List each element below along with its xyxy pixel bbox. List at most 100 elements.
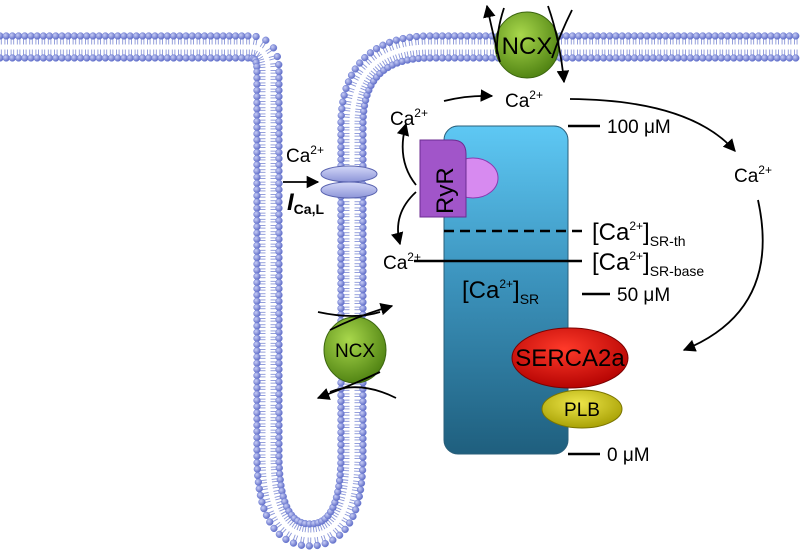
lipid-head [360,429,367,436]
lipid-head [254,186,261,193]
lipid-head [276,292,283,299]
scale-label-100: 100 μM [607,117,671,138]
lcc-lower-subunit [321,182,377,198]
lipid-head [338,429,345,436]
lipid-head [314,542,321,549]
lipid-head [358,480,365,487]
lipid-head [400,35,407,42]
lipid-head [254,248,261,255]
lipid-head [575,33,582,40]
lipid-head [338,299,345,306]
sr-base-label: [Ca2+]SR-base [592,249,704,279]
lipid-head [46,55,53,62]
lipid-head [451,33,458,40]
lipid-head [338,224,345,231]
lipid-head [276,236,283,243]
lipid-head [254,310,261,317]
lipid-head [338,286,345,293]
lipid-head [96,55,103,62]
lipid-head [276,372,283,379]
lipid-head [718,33,725,40]
lipid-head [254,323,261,330]
lipid-head [724,33,731,40]
ca-label-cytosol: Ca2+ [734,163,772,187]
lipid-head [360,454,367,461]
lipid-head [254,273,261,280]
lipid-head [15,33,22,40]
lipid-head [90,33,97,40]
ical-label: ICa,L [287,189,324,217]
lipid-head [338,249,345,256]
lipid-head [145,33,152,40]
lipid-head [338,231,345,238]
lipid-head [706,55,713,62]
lipid-head [342,526,349,533]
lipid-head [254,385,261,392]
lipid-head [254,341,261,348]
lipid-head [276,409,283,416]
lipid-head [276,416,283,423]
lipid-head [254,261,261,268]
lipid-head [563,55,570,62]
lipid-head [276,391,283,398]
lipid-head [306,543,313,550]
lipid-head [360,200,367,207]
lipid-head [9,33,16,40]
lipid-head [338,268,345,275]
lipid-head [338,293,345,300]
lipid-head [276,440,283,447]
lipid-head [360,305,367,312]
lipid-head [737,55,744,62]
lipid-head [439,55,446,62]
lipid-head [761,55,768,62]
lipid-head [254,447,261,454]
lipid-head [256,485,263,492]
lipid-head [52,33,59,40]
lipid-head [254,372,261,379]
lipid-head [276,397,283,404]
lipid-head [693,55,700,62]
lipid-head [276,106,283,113]
lipid-head [21,55,28,62]
lipid-head [271,525,278,532]
lipid-head [338,144,345,151]
lipid-head [276,261,283,268]
lipid-head [749,55,756,62]
lipid-head [360,212,367,219]
lipid-head [254,254,261,261]
ryr-release-down-arrow [398,192,416,244]
lipid-head [360,435,367,442]
lipid-head [152,33,159,40]
lipid-head [220,33,227,40]
lipid-head [254,434,261,441]
lipid-head [46,33,53,40]
lipid-head [254,192,261,199]
lipid-head [338,131,345,138]
lipid-head [276,99,283,106]
lipid-head [338,119,345,126]
lipid-head [427,55,434,62]
lipid-head [348,72,355,79]
lipid-head [77,55,84,62]
lipid-head [263,512,270,519]
lipid-head [276,341,283,348]
lipid-head [276,223,283,230]
lipid-head [207,55,214,62]
lipid-head [706,33,713,40]
lipid-head [625,55,632,62]
lipid-head [668,33,675,40]
lipid-head [152,55,159,62]
lipid-head [207,33,214,40]
lipid-head [254,285,261,292]
lipid-head [338,305,345,312]
serca-label: SERCA2a [515,345,625,372]
lipid-head [121,33,128,40]
lipid-head [681,55,688,62]
lipid-head [254,304,261,311]
lipid-head [276,81,283,88]
lipid-head [699,33,706,40]
lipid-head [3,33,10,40]
lipid-head [650,55,657,62]
lipid-head [329,537,336,544]
